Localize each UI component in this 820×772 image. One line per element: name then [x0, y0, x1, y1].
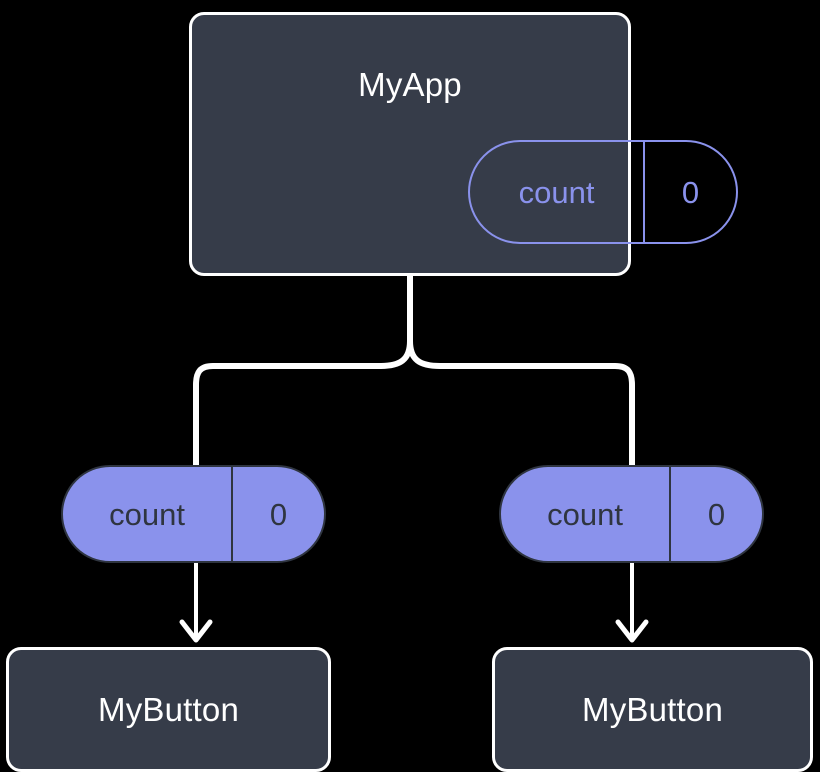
wire-branch-left	[193, 340, 413, 478]
wire-branch-right	[407, 340, 635, 478]
state-value-branch-left: 0	[231, 467, 324, 561]
arrowhead-right-icon	[615, 619, 649, 643]
component-title-mybutton-left: MyButton	[98, 691, 239, 728]
state-pill-branch-left[interactable]: count 0	[61, 465, 326, 563]
state-pill-branch-right[interactable]: count 0	[499, 465, 764, 563]
component-node-myapp[interactable]: MyApp count 0	[189, 12, 738, 276]
state-key-myapp: count	[518, 174, 595, 210]
arrowhead-left-icon	[179, 619, 213, 643]
state-key-branch-left: count	[109, 496, 185, 532]
state-pill-myapp[interactable]: count 0	[468, 140, 738, 244]
component-node-mybutton-right[interactable]: MyButton	[492, 647, 813, 772]
state-value-branch-right: 0	[669, 467, 762, 561]
state-value-myapp: 0	[643, 142, 736, 242]
component-node-mybutton-left[interactable]: MyButton	[6, 647, 331, 772]
component-title-mybutton-right: MyButton	[582, 691, 723, 728]
component-title-myapp: MyApp	[358, 66, 462, 103]
state-key-branch-right: count	[547, 496, 623, 532]
